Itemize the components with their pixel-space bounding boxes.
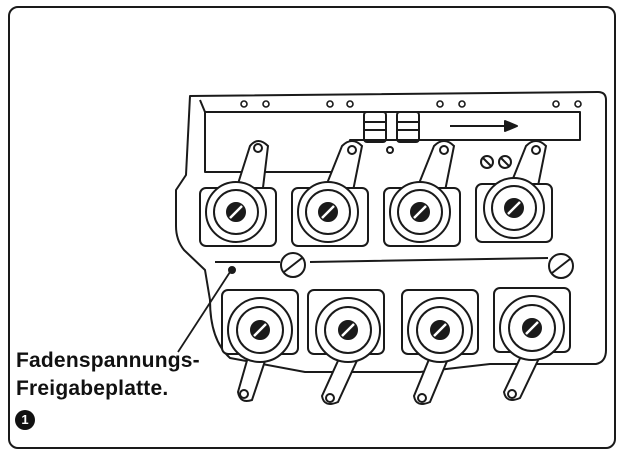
tension-unit-upper-3 xyxy=(383,140,461,247)
tension-unit-upper-2 xyxy=(291,140,369,247)
top-holes xyxy=(240,100,582,108)
label-line-2: Freigabeplatte. xyxy=(16,377,169,400)
slot-screw xyxy=(548,253,574,279)
slot-screw xyxy=(280,252,306,278)
leader-line xyxy=(177,271,231,353)
plate-screw xyxy=(498,155,512,169)
top-rail xyxy=(204,111,581,173)
tension-unit-lower-1 xyxy=(221,289,299,402)
callout-number-badge: 1 xyxy=(15,410,35,430)
connector-left xyxy=(363,111,387,143)
tension-unit-lower-4 xyxy=(493,287,571,401)
tension-unit-lower-2 xyxy=(307,289,385,405)
tension-unit-lower-3 xyxy=(401,289,479,405)
connector-right xyxy=(396,111,420,143)
plate-outline xyxy=(175,91,607,373)
label-line-1: Fadenspannungs- xyxy=(16,349,200,372)
plate-screw xyxy=(480,155,494,169)
tension-unit-upper-1 xyxy=(199,140,277,247)
tension-unit-upper-4 xyxy=(475,140,553,243)
